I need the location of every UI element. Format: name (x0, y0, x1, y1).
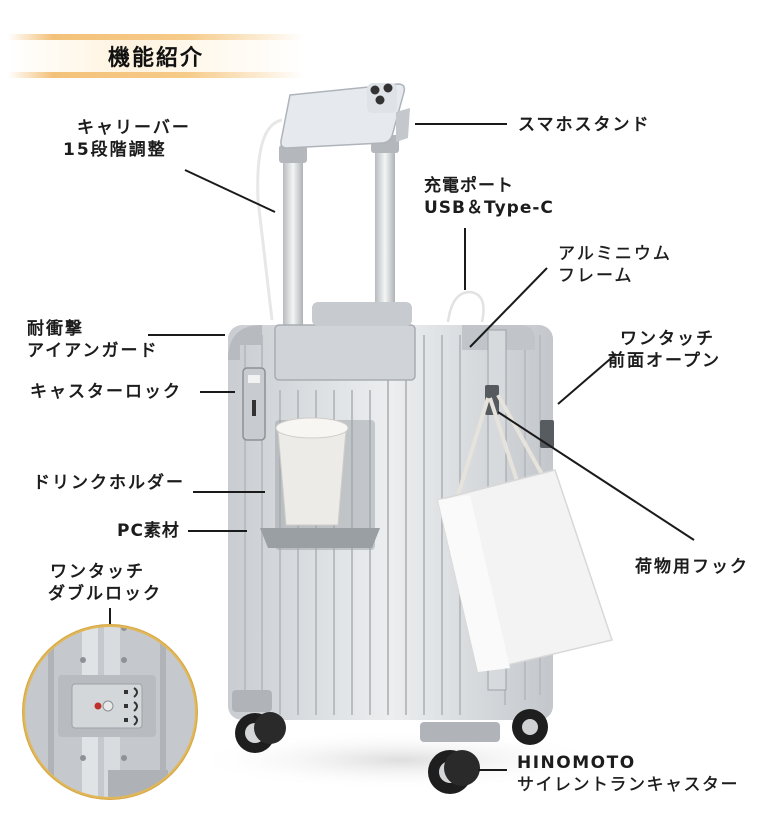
callout-impact-guard-line2: アイアンガード (27, 341, 159, 361)
shopping-bag (437, 394, 613, 673)
callout-phone-stand-line1: スマホスタンド (518, 115, 651, 135)
callout-drink-holder-line1: ドリンクホルダー (33, 473, 185, 493)
callout-carry-bar-line1: キャリーバー (77, 118, 191, 138)
callout-silent-caster: HINOMOTO サイレントランキャスター (517, 752, 739, 796)
callout-carry-bar: キャリーバー 15段階調整 (63, 117, 191, 161)
callout-double-lock: ワンタッチ ダブルロック (48, 561, 162, 605)
callout-aluminum-frame-line1: アルミニウム (558, 244, 672, 264)
callout-double-lock-line2: ダブルロック (48, 584, 162, 604)
callout-luggage-hook-line1: 荷物用フック (635, 557, 749, 577)
callout-impact-guard-line1: 耐衝撃 (27, 319, 84, 339)
smartphone (280, 83, 410, 149)
title-accent-bar-top (8, 34, 304, 40)
callout-front-open-line2: 前面オープン (608, 351, 721, 371)
charging-cable (256, 118, 283, 321)
callout-aluminum-frame: アルミニウム フレーム (558, 243, 672, 287)
leader-carry-bar (184, 169, 276, 213)
callout-phone-stand: スマホスタンド (518, 114, 651, 136)
callout-caster-lock-line1: キャスターロック (30, 382, 182, 402)
callout-front-open: ワンタッチ 前面オープン (608, 328, 721, 372)
callout-silent-caster-line1: HINOMOTO (517, 753, 636, 773)
callout-caster-lock: キャスターロック (30, 381, 182, 403)
callout-pc-material-line1: PC素材 (117, 521, 180, 541)
floor-shadow (190, 730, 610, 790)
handle-recess (274, 324, 416, 381)
top-carry-handle (312, 302, 412, 326)
callout-carry-bar-line2: 15段階調整 (63, 140, 167, 160)
callout-drink-holder: ドリンクホルダー (33, 472, 185, 494)
callout-luggage-hook: 荷物用フック (635, 556, 749, 578)
callout-aluminum-frame-line2: フレーム (558, 266, 634, 286)
callout-charge-port-line1: 充電ポート (424, 176, 514, 196)
callout-impact-guard: 耐衝撃 アイアンガード (27, 318, 158, 362)
coffee-cup (277, 423, 347, 526)
corner-guard (228, 325, 262, 360)
page-title: 機能紹介 (107, 46, 204, 71)
leader-lines (109, 123, 695, 771)
coffee-cup-lid (275, 417, 349, 439)
section-title-band: 機能紹介 (8, 30, 304, 80)
callout-charge-port-line2: USB＆Type-C (424, 198, 554, 218)
title-glow (8, 40, 304, 72)
usb-cable (446, 290, 485, 323)
caster-wheels (235, 709, 548, 794)
phone-stand-bracket (396, 108, 410, 142)
double-lock-inset (22, 624, 198, 800)
leader-aluminum-frame (469, 267, 548, 348)
drink-holder-tray (260, 528, 380, 548)
callout-silent-caster-line2: サイレントランキャスター (517, 775, 739, 795)
leader-front-open (557, 353, 617, 405)
leader-luggage-hook (497, 411, 695, 541)
callout-charge-port: 充電ポート USB＆Type-C (424, 175, 554, 219)
title-accent-bar-bottom (8, 72, 304, 78)
callout-double-lock-line1: ワンタッチ (50, 562, 145, 582)
callout-pc-material: PC素材 (117, 520, 180, 542)
callout-front-open-line1: ワンタッチ (620, 329, 715, 349)
